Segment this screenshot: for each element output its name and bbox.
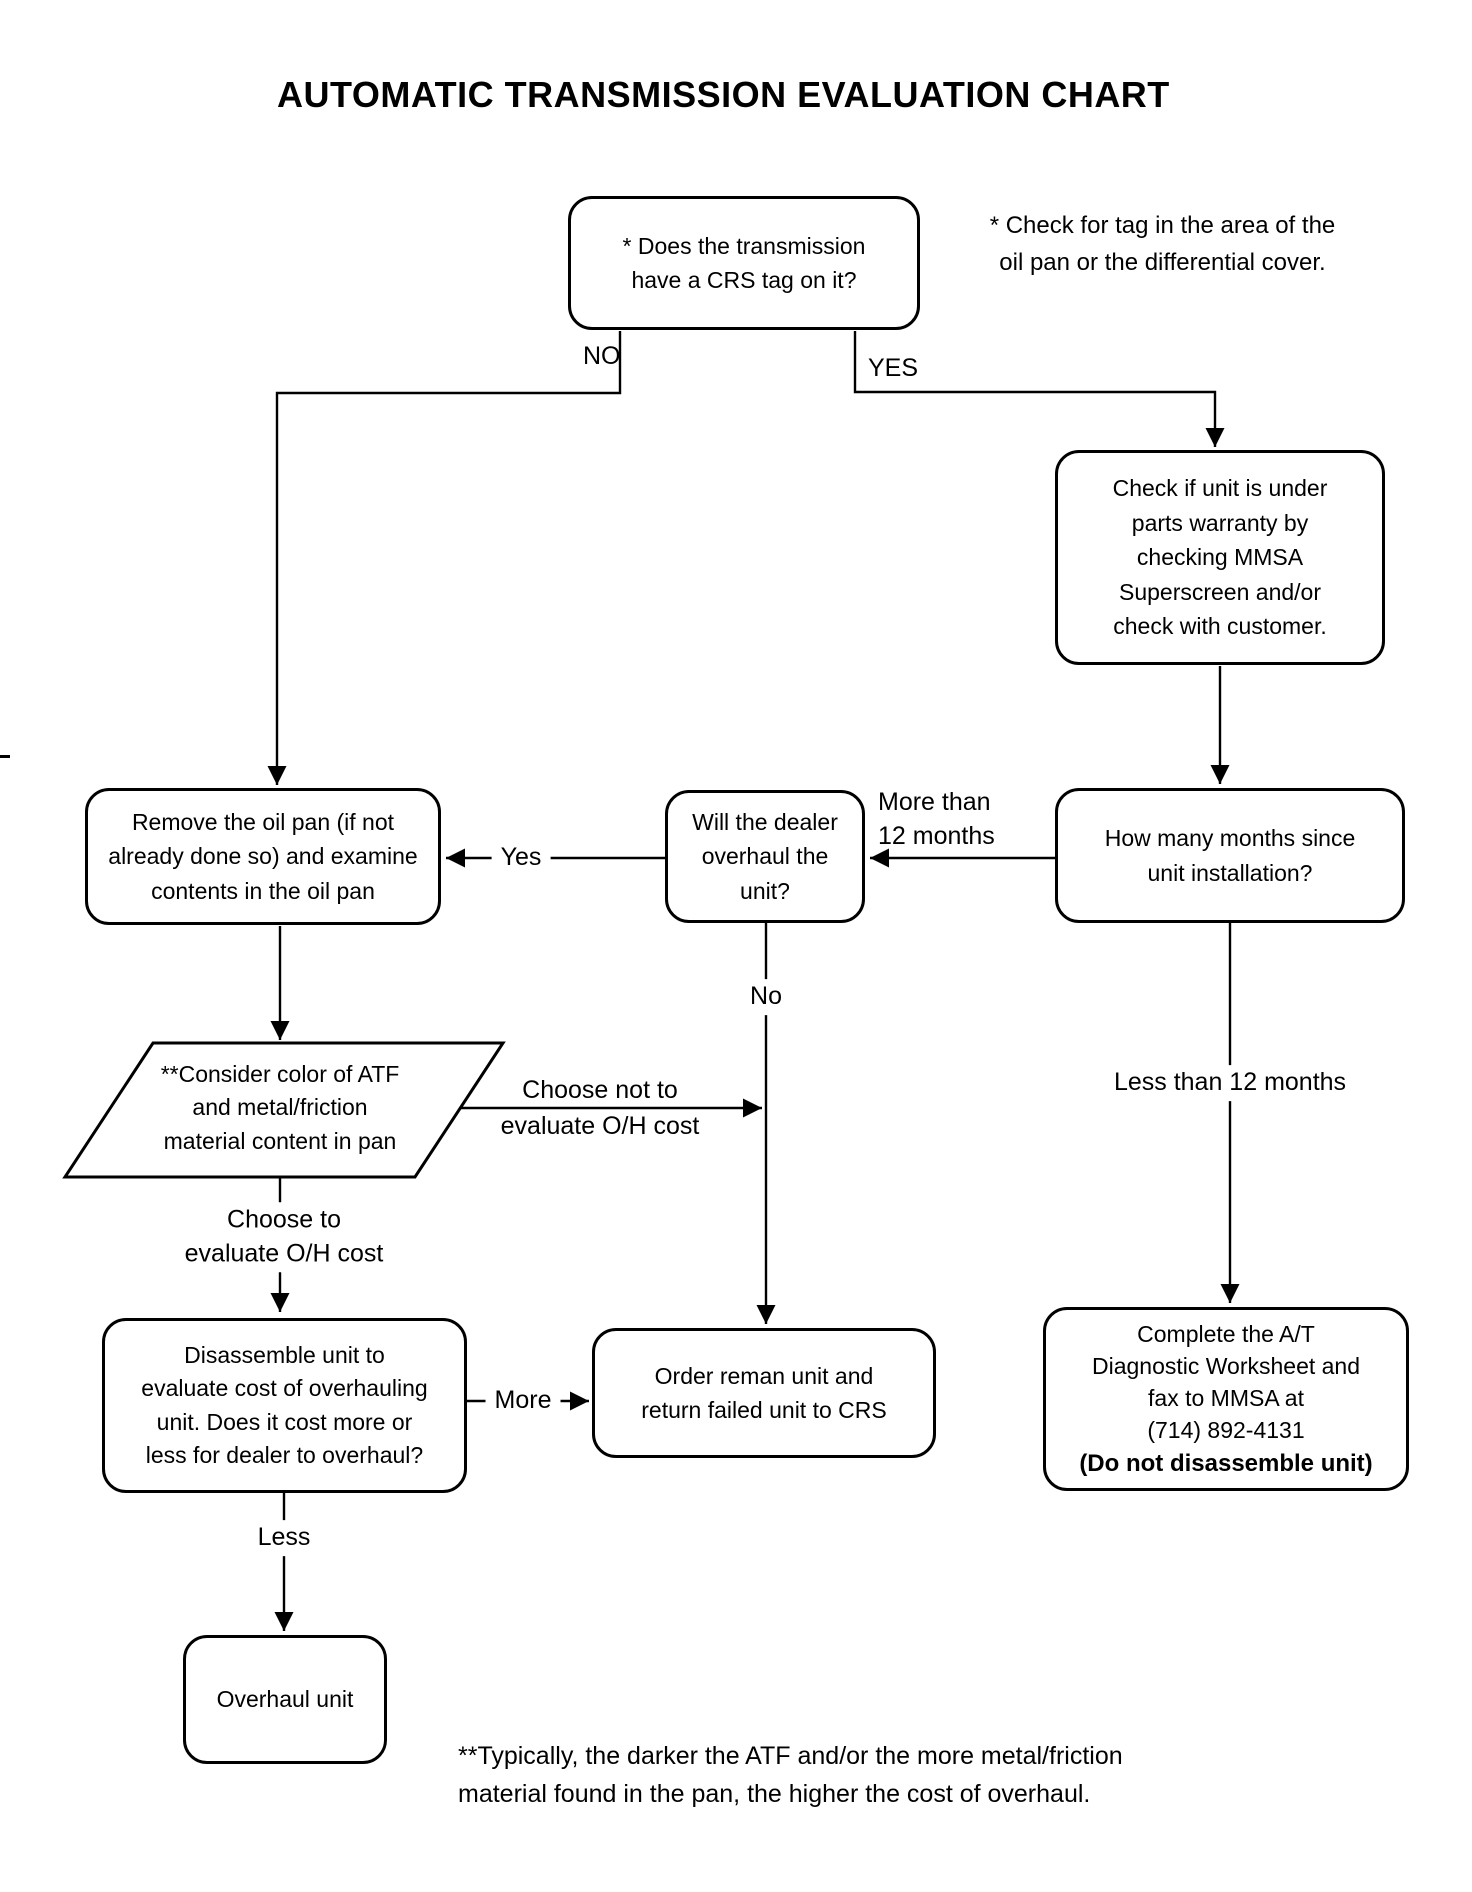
tag-note: * Check for tag in the area of the oil p… xyxy=(989,212,1336,277)
consider-atf-parallelogram xyxy=(62,1041,506,1179)
node-disassemble-unit: Disassemble unit to evaluate cost of ove… xyxy=(102,1318,467,1493)
edge-label-choose-to: Choose to evaluate O/H cost xyxy=(175,1202,393,1272)
node-overhaul-unit: Overhaul unit xyxy=(183,1635,387,1764)
complete-worksheet-text: Complete the A/T Diagnostic Worksheet an… xyxy=(1091,1320,1361,1444)
edge-label-less-than-12: Less than 12 months xyxy=(1104,1065,1356,1101)
edge-no-path xyxy=(267,331,622,785)
edge-label-choose-not: Choose not to evaluate O/H cost xyxy=(500,1075,700,1140)
scan-artifact xyxy=(0,755,10,758)
page-title: AUTOMATIC TRANSMISSION EVALUATION CHART xyxy=(277,74,1170,115)
node-complete-worksheet: Complete the A/T Diagnostic Worksheet an… xyxy=(1043,1307,1409,1491)
do-not-disassemble-note: (Do not disassemble unit) xyxy=(1079,1449,1373,1477)
node-will-dealer-overhaul: Will the dealer overhaul the unit? xyxy=(665,790,865,923)
edge-label-no: NO xyxy=(583,342,621,370)
footnote: **Typically, the darker the ATF and/or t… xyxy=(458,1742,1123,1808)
node-crs-tag-question: * Does the transmission have a CRS tag o… xyxy=(568,196,920,330)
node-months-since-installation: How many months since unit installation? xyxy=(1055,788,1405,923)
edge-yes-path xyxy=(853,331,1225,447)
edge-label-dealer-yes: Yes xyxy=(491,840,551,876)
node-consider-atf-text: **Consider color of ATF and metal/fricti… xyxy=(160,1061,400,1154)
node-check-warranty: Check if unit is under parts warranty by… xyxy=(1055,450,1385,665)
edge-label-yes: YES xyxy=(868,354,919,382)
node-remove-oil-pan: Remove the oil pan (if not already done … xyxy=(85,788,441,925)
node-order-reman: Order reman unit and return failed unit … xyxy=(592,1328,936,1458)
edge-label-more: More xyxy=(485,1383,561,1419)
edge-label-more-than-12: More than 12 months xyxy=(878,788,995,850)
edge-label-dealer-no: No xyxy=(741,979,791,1015)
edge-label-less: Less xyxy=(248,1520,320,1556)
